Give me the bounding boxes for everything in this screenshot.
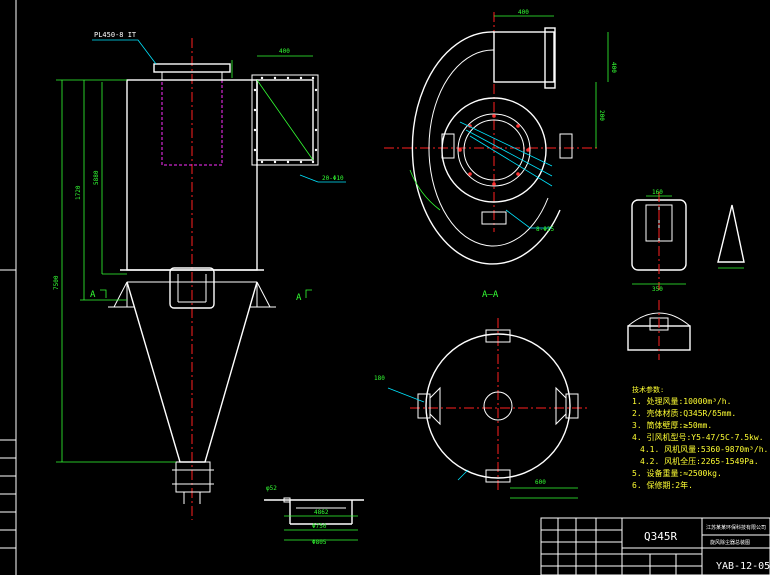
bolt-holes-8-callout: 8-Φ25: [536, 226, 554, 233]
inlet-flange-bolts: [253, 76, 318, 164]
title-block: [540, 517, 770, 575]
plan-top-dim: 400: [518, 9, 529, 16]
company-name: 江苏某某环保科技有限公司: [706, 524, 766, 531]
note-item: 2. 壳体材质:Q345R/δ5mm.: [632, 408, 736, 418]
section-mark-right: A: [296, 293, 302, 303]
technical-notes: 技术参数: 1. 处理风量:10000m³/h. 2. 壳体材质:Q345R/δ…: [632, 385, 768, 490]
drawing-number: YAB-12-05: [716, 561, 770, 572]
bottom-dim-small: φ52: [266, 485, 277, 492]
notes-heading: 技术参数:: [632, 385, 664, 394]
inner-height-dim: 5880: [93, 170, 100, 185]
section-title: A—A: [482, 290, 499, 300]
note-item: 3. 筒体壁厚:≥50mm.: [632, 420, 712, 430]
plan-right-dim-2: 200: [598, 110, 605, 121]
discharge-detail: [264, 497, 364, 541]
bottom-dim-1: 4862: [314, 509, 329, 516]
note-item: 4. 引风机型号:Y5-47/5C-7.5kw.: [632, 432, 764, 442]
note-item: 1. 处理风量:10000m³/h.: [632, 396, 731, 406]
drawing-name: 旋风除尘器总装图: [710, 539, 750, 546]
section-600-dim: 600: [535, 479, 546, 486]
material-label: Q345R: [644, 530, 677, 543]
sheet-frame: [0, 0, 17, 575]
note-item: 4.2. 风机全压:2265-1549Pa.: [640, 456, 759, 466]
front-elevation: [56, 38, 346, 520]
section-180-dim: 180: [374, 375, 385, 382]
plan-right-dim-1: 400: [610, 62, 617, 73]
body-height-dim: 1720: [75, 185, 82, 200]
section-mark-left: A: [90, 290, 96, 300]
bottom-dim-2: Φ750: [312, 523, 327, 530]
bottom-dim-3: Φ805: [312, 539, 327, 546]
plan-view: [384, 12, 609, 265]
bracket-160-dim: 160: [652, 189, 663, 196]
note-item: 4.1. 风机风量:5360-9870m³/h.: [640, 444, 768, 454]
overall-height-dim: 7500: [53, 275, 60, 290]
bolt-holes-callout: 20-Φ10: [322, 175, 344, 182]
bracket-350-dim: 350: [652, 286, 663, 293]
note-item: 5. 设备重量:≈2500kg.: [632, 468, 722, 478]
plan-bolt-holes: [458, 114, 530, 186]
flange-spec-label: PL450-8 IT: [94, 31, 137, 39]
inlet-width-dim: 400: [279, 48, 290, 55]
note-item: 6. 保修期:2年.: [632, 480, 693, 490]
bracket-detail: [627, 192, 745, 360]
section-a-a: [387, 318, 588, 499]
